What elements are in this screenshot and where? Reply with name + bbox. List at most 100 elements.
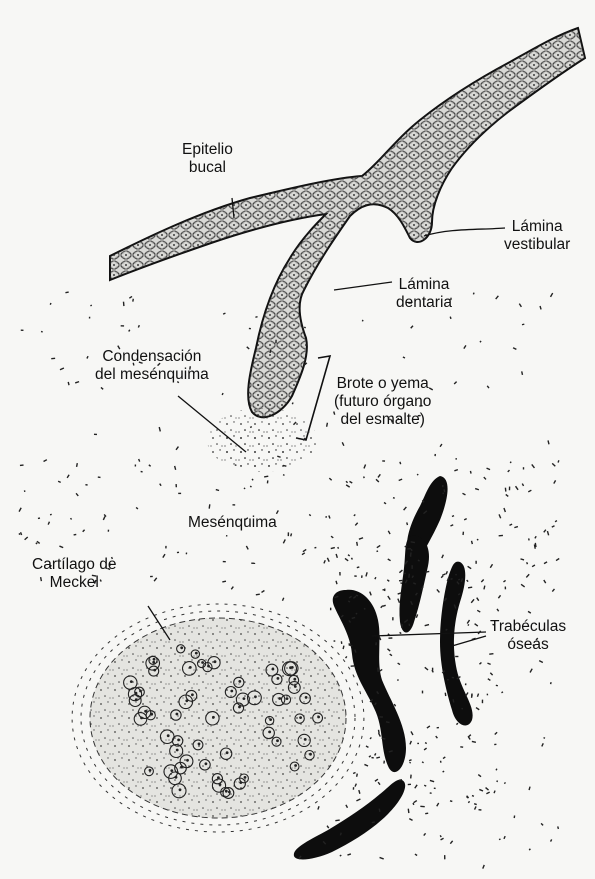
mesenchyme-cell — [514, 815, 516, 818]
mesenchyme-cell — [487, 385, 490, 388]
cartilage-cell-nucleus — [198, 743, 201, 746]
mesenchyme-cell — [339, 572, 341, 576]
mesenchyme-cell — [483, 585, 485, 589]
cartilage-cell-nucleus — [195, 652, 198, 655]
label-mesenquima: Mesénquima — [188, 514, 277, 532]
mesenchyme-cell — [547, 531, 550, 536]
mesenchyme-cell — [342, 645, 344, 649]
mesenchyme-cell — [424, 624, 429, 627]
mesenchyme-cell — [472, 795, 474, 797]
mesenchyme-cell — [543, 737, 545, 739]
mesenchyme-cell — [503, 508, 506, 512]
cartilage-cell-nucleus — [254, 695, 257, 698]
mesenchyme-cell — [209, 504, 211, 509]
mesenchyme-cell — [519, 303, 522, 307]
cartilage-cell-nucleus — [226, 751, 229, 754]
cartilage-cell-nucleus — [276, 739, 279, 742]
mesenchyme-cell — [51, 358, 55, 360]
mesenchyme-cell — [475, 488, 479, 491]
mesenchyme-cell — [556, 558, 560, 561]
mesenchyme-cell — [555, 520, 558, 522]
mesenchyme-cell — [60, 367, 64, 370]
mesenchyme-cell — [424, 667, 428, 671]
mesenchyme-cell — [430, 780, 435, 783]
mesenchyme-cell — [476, 597, 479, 601]
mesenchyme-cell — [496, 609, 499, 612]
mesenchyme-cell — [362, 320, 364, 322]
cartilage-cell-nucleus — [317, 716, 320, 719]
cartilage-cell-nucleus — [201, 661, 204, 664]
mesenchyme-cell — [383, 605, 386, 607]
mesenchyme-cell — [85, 484, 87, 486]
mesenchyme-cell — [140, 471, 142, 473]
mesenchyme-cell — [399, 580, 402, 582]
mesenchyme-cell — [477, 693, 479, 697]
mesenchyme-cell — [65, 291, 68, 293]
mesenchyme-cell — [514, 526, 518, 528]
mesenchyme-cell — [543, 529, 546, 533]
mesenchyme-cell — [407, 548, 411, 550]
mesenchyme-cell — [552, 589, 555, 593]
mesenchyme-cell — [485, 787, 489, 791]
mesenchyme-cell — [528, 538, 530, 540]
mesenchyme-cell — [425, 742, 427, 744]
label-condensacion-mesenquima: Condensacióndel mesénquima — [95, 348, 209, 384]
mesenchyme-cell — [400, 582, 402, 584]
cartilage-cell-nucleus — [176, 749, 179, 752]
mesenchyme-cell — [467, 624, 469, 626]
mesenchyme-cell — [383, 589, 385, 590]
mesenchyme-cell — [392, 617, 393, 620]
mesenchyme-cell — [50, 303, 52, 305]
cartilage-cell-nucleus — [176, 713, 179, 716]
mesenchyme-cell — [399, 570, 403, 574]
mesenchyme-cell — [397, 663, 400, 666]
mesenchyme-cell — [495, 768, 497, 770]
mesenchyme-cell — [376, 545, 380, 548]
mesenchyme-cell — [481, 579, 484, 583]
mesenchyme-cell — [393, 497, 395, 499]
cartilage-cell-nucleus — [144, 710, 147, 713]
mesenchyme-cell — [356, 798, 361, 801]
mesenchyme-cell — [409, 741, 412, 745]
mesenchyme-cell — [460, 746, 463, 748]
mesenchyme-cell — [24, 536, 28, 540]
mesenchyme-cell — [255, 316, 257, 318]
mesenchyme-cell — [387, 579, 390, 582]
cartilage-cell-nucleus — [186, 759, 189, 762]
mesenchyme-cell — [261, 590, 265, 593]
cartilage-cell-nucleus — [185, 699, 188, 702]
mesenchyme-cell — [529, 668, 532, 673]
mesenchyme-cell — [403, 356, 406, 358]
mesenchyme-cell — [399, 632, 401, 634]
mesenchyme-cell — [384, 502, 387, 504]
cartilage-cell-nucleus — [179, 788, 182, 791]
mesenchyme-cell — [43, 459, 47, 462]
mesenchyme-cell — [408, 784, 411, 786]
mesenchyme-cell — [479, 662, 482, 665]
mesenchyme-cell — [378, 733, 381, 737]
mesenchyme-cell — [494, 744, 496, 746]
mesenchyme-cell — [472, 741, 476, 743]
mesenchyme-cell — [90, 304, 92, 306]
mesenchyme-cell — [347, 853, 351, 855]
cartilage-cell-nucleus — [167, 734, 170, 737]
mesenchyme-cell — [467, 620, 470, 624]
cartilage-cell-nucleus — [139, 690, 142, 693]
mesenchyme-cell — [374, 577, 376, 580]
mesenchyme-cell — [422, 691, 423, 694]
mesenchyme-cell — [532, 564, 536, 567]
cartilage-cell-nucleus — [207, 665, 210, 668]
mesenchyme-cell — [437, 727, 439, 729]
cartilage-cell-nucleus — [304, 738, 307, 741]
mesenchyme-cell — [471, 541, 473, 545]
cartilage-cell-nucleus — [294, 764, 297, 767]
mesenchyme-cell — [282, 597, 285, 601]
mesenchyme-cell — [345, 656, 347, 659]
mesenchyme-cell — [361, 575, 363, 578]
mesenchyme-cell — [454, 469, 458, 472]
mesenchyme-cell — [129, 296, 132, 299]
mesenchyme-cell — [314, 547, 316, 549]
mesenchyme-cell — [353, 787, 355, 790]
mesenchyme-cell — [526, 574, 530, 578]
